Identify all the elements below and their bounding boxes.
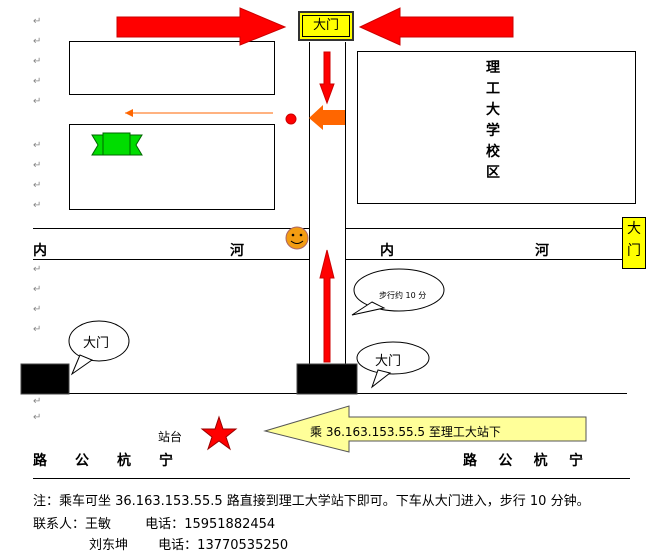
- smiley-icon: [285, 226, 309, 250]
- phone-number: 15951882454: [184, 517, 276, 532]
- bottom-road-right-label: 路 公 杭 宁: [463, 450, 583, 470]
- arrow-down: [319, 51, 335, 105]
- paragraph-mark: ↵: [33, 140, 42, 151]
- river-road-label: 内: [380, 243, 394, 259]
- river-road-edge: [345, 228, 622, 229]
- campus-char: 学: [486, 123, 500, 139]
- red-dot: [285, 113, 297, 125]
- speech-bubble-left: [68, 320, 130, 376]
- river-road-label: 内: [33, 243, 47, 259]
- paragraph-mark: ↵: [33, 264, 42, 275]
- paragraph-mark: ↵: [33, 96, 42, 107]
- paragraph-mark: ↵: [33, 284, 42, 295]
- paragraph-mark: ↵: [33, 304, 42, 315]
- road-char: 路: [33, 453, 47, 469]
- road-char: 路: [463, 453, 477, 469]
- contact-name: 刘东坤: [89, 538, 129, 553]
- bottom-road-left-label: 路 公 杭 宁: [33, 450, 173, 470]
- gate-bubble-left-text: 大门: [83, 336, 110, 351]
- campus-char: 区: [486, 165, 500, 181]
- paragraph-mark: ↵: [33, 160, 42, 171]
- gate-block-center: [296, 363, 358, 395]
- gate-bubble-right-text: 大门: [375, 354, 402, 369]
- right-gate-char: 门: [627, 243, 641, 259]
- orange-line-arrowhead: [125, 109, 133, 117]
- road-char: 宁: [159, 453, 173, 469]
- station-label: 站台: [158, 430, 183, 444]
- paragraph-mark: ↵: [33, 200, 42, 211]
- contact-label: 联系人：: [33, 517, 86, 532]
- top-gate: 大门: [298, 11, 354, 41]
- river-road-edge: [33, 259, 309, 260]
- river-road-label: 河: [230, 243, 244, 259]
- bottom-road-edge: [33, 478, 630, 479]
- paragraph-mark: ↵: [33, 324, 42, 335]
- building-top-left: [69, 41, 275, 95]
- road-char: 宁: [568, 453, 583, 469]
- paragraph-mark: ↵: [33, 16, 42, 27]
- paragraph-mark: ↵: [33, 180, 42, 191]
- phone-number: 13770535250: [197, 538, 289, 553]
- road-edge: [345, 42, 346, 364]
- phone-label: 电话：: [158, 538, 198, 553]
- paragraph-mark: ↵: [33, 36, 42, 47]
- right-gate-char: 大: [627, 221, 641, 237]
- arrow-left-to-gate: [358, 7, 514, 46]
- paragraph-mark: ↵: [33, 396, 42, 407]
- paragraph-mark: ↵: [33, 56, 42, 67]
- campus-char: 理: [486, 60, 500, 76]
- contact-row: 刘东坤 电话：13770535250: [89, 534, 288, 553]
- campus-char: 大: [486, 102, 500, 118]
- bus-arrow-text: 乘 36.163.153.55.5 至理工大站下: [310, 425, 501, 439]
- road-char: 公: [75, 453, 89, 469]
- right-gate: 大 门: [622, 217, 646, 269]
- road-char: 公: [498, 453, 513, 469]
- paragraph-mark: ↵: [33, 412, 42, 423]
- green-banner-icon: [91, 132, 143, 156]
- phone-label: 电话：: [145, 517, 185, 532]
- station-star-icon: [200, 415, 238, 451]
- top-gate-label: 大门: [302, 15, 350, 37]
- river-road-label: 河: [535, 243, 549, 259]
- speech-bubble-walk: [351, 268, 445, 316]
- campus-label: 理 工 大 学 校 区: [486, 58, 502, 184]
- arrow-orange-left: [309, 105, 345, 130]
- contact-name: 王敏: [85, 517, 112, 532]
- contact-row: 联系人：王敏 电话：15951882454: [33, 513, 275, 532]
- river-road-edge: [33, 228, 309, 229]
- gate-block-left: [20, 363, 70, 395]
- paragraph-mark: ↵: [33, 76, 42, 87]
- campus-char: 工: [486, 81, 500, 97]
- road-char: 杭: [117, 453, 131, 469]
- campus-char: 校: [486, 144, 500, 160]
- river-road-edge: [345, 259, 622, 260]
- arrow-right-to-gate: [116, 7, 287, 46]
- campus-block: [357, 51, 636, 204]
- speech-bubble-gate: [356, 341, 430, 389]
- bus-arrow: [263, 405, 587, 453]
- note-text: 注：乘车可坐 36.163.153.55.5 路直接到理工大学站下即可。下车从大…: [33, 494, 590, 509]
- walk-bubble-text: 步行约 10 分: [379, 291, 427, 300]
- arrow-up: [319, 249, 335, 363]
- road-edge: [309, 42, 310, 364]
- road-char: 杭: [533, 453, 548, 469]
